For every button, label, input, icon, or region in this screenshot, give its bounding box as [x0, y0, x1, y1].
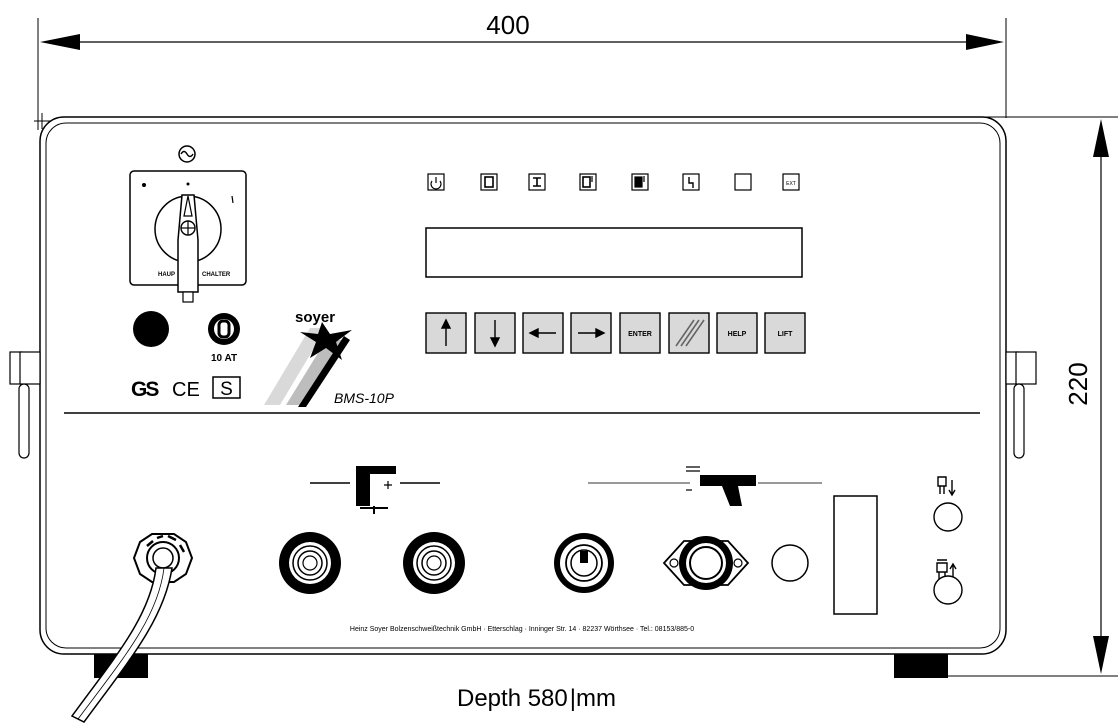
power-icon: [427, 173, 445, 191]
power-supply-icon: [178, 145, 196, 163]
manufacturer-footer: Heinz Soyer Bolzenschweißtechnik GmbH · …: [350, 626, 694, 633]
power-cable: [70, 567, 173, 723]
earth-clamp-icon: [310, 466, 440, 514]
ext-icon: EXT: [782, 173, 800, 191]
mode4-icon: [631, 173, 649, 191]
mode3-icon: [579, 173, 597, 191]
fuse-label: 10 AT: [211, 353, 237, 364]
soyer-logo: soyer BMS-10P: [264, 309, 395, 407]
fuse-holder[interactable]: [208, 313, 240, 345]
key-lift-button[interactable]: LIFT: [764, 312, 806, 354]
hatch-icon: [675, 319, 705, 347]
mode1-icon: [480, 173, 498, 191]
corner-mark: [34, 113, 50, 129]
mode2-icon: [528, 173, 546, 191]
key-enter-button[interactable]: ENTER: [619, 312, 661, 354]
gun-power-socket[interactable]: [554, 533, 614, 593]
s-mark-text: S: [220, 379, 233, 400]
depth-label: Depth 580|mm: [457, 685, 616, 712]
key-left-button[interactable]: [522, 312, 564, 354]
gs-mark-text: GS: [131, 378, 159, 401]
aux-socket[interactable]: [771, 544, 809, 582]
earth-socket-1[interactable]: [279, 532, 341, 594]
key-enter-label: ENTER: [628, 331, 652, 338]
key-up-button[interactable]: [425, 312, 467, 354]
status-icons: EXT: [427, 173, 800, 191]
key-clear-button[interactable]: [668, 312, 710, 354]
welding-gun-icon: [588, 466, 822, 506]
cable-gland: [132, 533, 194, 583]
main-switch-label-right: CHALTER: [202, 272, 231, 278]
gs-mark-icon: GS: [130, 376, 166, 401]
width-label: 400: [486, 10, 529, 40]
depth-value: Depth 580: [457, 685, 568, 712]
key-down-button[interactable]: [474, 312, 516, 354]
height-dimension: 220: [946, 116, 1118, 677]
depth-unit: mm: [576, 685, 616, 712]
handle-left[interactable]: [9, 351, 41, 459]
handle-right[interactable]: [1005, 351, 1037, 459]
main-switch[interactable]: HAUP CHALTER: [129, 145, 247, 303]
height-label: 220: [1063, 362, 1093, 405]
foot-right: [894, 654, 948, 678]
key-help-label: HELP: [728, 331, 747, 338]
model-name: BMS-10P: [334, 390, 395, 406]
ext-label: EXT: [786, 181, 796, 187]
earth-socket-2[interactable]: [403, 532, 465, 594]
key-lift-label: LIFT: [778, 331, 793, 338]
lightning-icon: [682, 173, 700, 191]
gun-control-socket[interactable]: [662, 536, 750, 590]
lift-up-indicator: [933, 559, 963, 605]
blank-icon: [734, 173, 752, 191]
lcd-display: [425, 227, 803, 278]
certification-marks: GS CE S: [130, 376, 241, 401]
lift-down-icon: [937, 476, 956, 497]
brand-name: soyer: [295, 309, 335, 326]
keypad: ENTER HELP LIFT: [425, 312, 806, 354]
ce-mark-text: CE: [172, 379, 200, 401]
width-dimension: 400: [37, 10, 1007, 130]
card-slot[interactable]: [833, 495, 878, 615]
key-help-button[interactable]: HELP: [716, 312, 758, 354]
key-right-button[interactable]: [570, 312, 612, 354]
lift-down-indicator: [933, 476, 963, 532]
main-switch-label-left: HAUP: [158, 272, 175, 278]
indicator-lamp: [133, 311, 169, 347]
